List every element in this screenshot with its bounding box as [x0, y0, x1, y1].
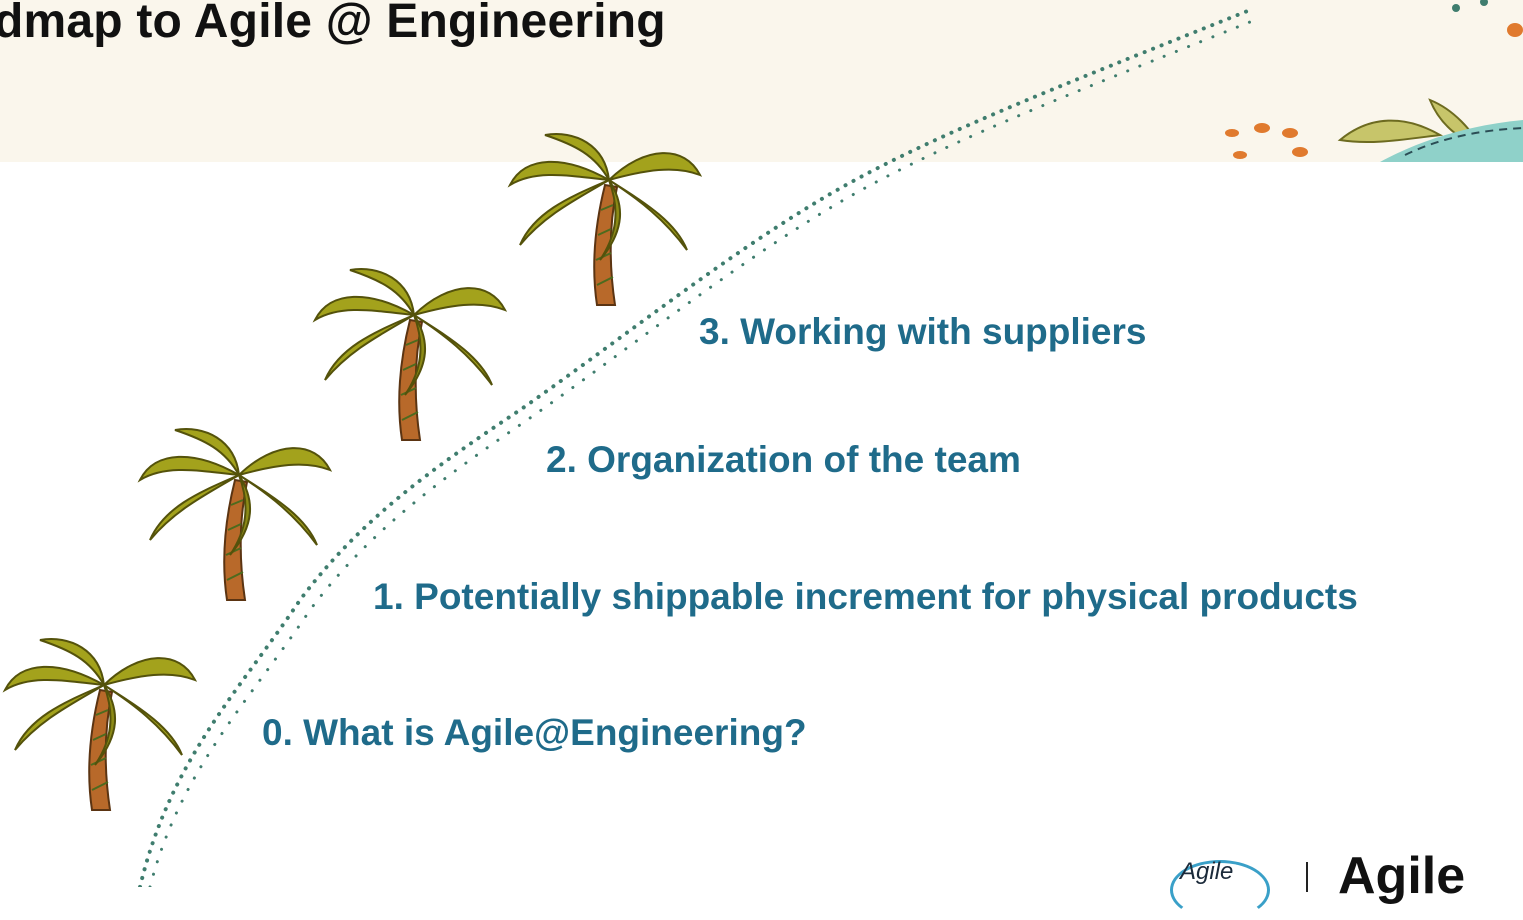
page-title: dmap to Agile @ Engineering — [0, 0, 666, 48]
agile-logo-left: Agile — [1180, 858, 1234, 885]
roadmap-step-1: 1. Potentially shippable increment for p… — [373, 576, 1358, 617]
dotted-path-line — [138, 8, 1252, 887]
decorative-leaf-icon — [1225, 0, 1523, 162]
agile-logo-right: Agile — [1338, 847, 1466, 905]
palm-tree-icon — [314, 268, 506, 441]
palm-tree-icon — [509, 133, 701, 306]
roadmap-step-0: 0. What is Agile@Engineering? — [262, 712, 807, 753]
logo-divider — [1306, 862, 1308, 892]
slide-artwork — [4, 0, 1523, 887]
palm-tree-icon — [139, 428, 331, 601]
roadmap-step-2: 2. Organization of the team — [546, 439, 1021, 480]
roadmap-step-3: 3. Working with suppliers — [699, 311, 1147, 352]
palm-tree-icon — [4, 638, 196, 811]
header-band — [0, 0, 1523, 162]
